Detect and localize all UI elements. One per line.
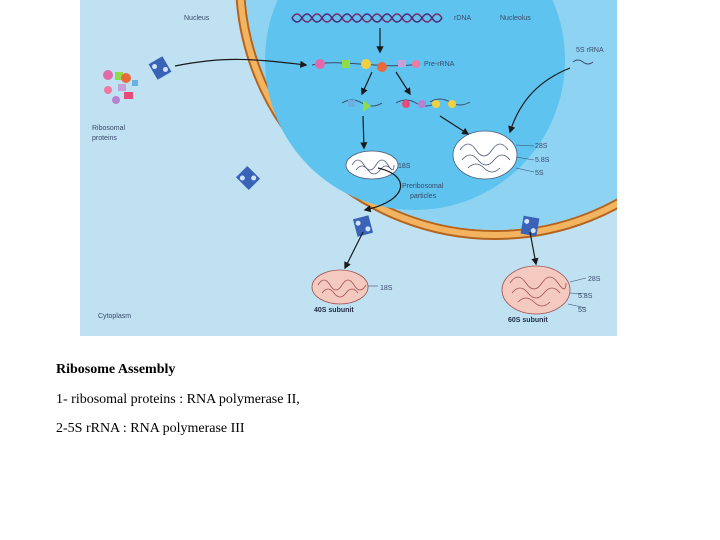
label-nuclear-5-8s: 5.8S xyxy=(535,157,550,164)
label-preribosomal-1: Preribosomal xyxy=(402,183,444,190)
processing-intermediates xyxy=(341,98,471,112)
pre-rrna-complexes xyxy=(311,59,421,72)
caption-title: Ribosome Assembly xyxy=(56,362,176,377)
label-cyto-5s: 5S xyxy=(578,307,587,314)
nuclear-pore xyxy=(148,56,172,80)
label-leaders xyxy=(368,144,587,309)
label-5s-rrna: 5S rRNA xyxy=(576,47,604,54)
label-cyto-5-8s: 5.8S xyxy=(578,293,593,300)
label-60s-subunit: 60S subunit xyxy=(508,317,548,324)
pathway-arrows xyxy=(174,28,571,270)
label-nucleus: Nucleus xyxy=(184,15,210,22)
label-ribosomal-proteins-2: proteins xyxy=(92,135,117,142)
label-40s-subunit: 40S subunit xyxy=(314,307,354,314)
label-preribosomal-2: particles xyxy=(410,193,437,200)
5s-rrna-strand xyxy=(572,59,594,65)
label-nuclear-5s: 5S xyxy=(535,170,544,177)
label-rdna: rDNA xyxy=(454,15,471,22)
label-cytoplasm: Cytoplasm xyxy=(98,313,131,320)
label-pre-rrna: Pre-rRNA xyxy=(424,61,455,68)
nuclear-60s-precursor xyxy=(452,130,518,180)
ribosome-assembly-diagram: Nucleus Nucleolus rDNA Pre-rRNA 5S rRNA … xyxy=(80,0,617,336)
label-nuclear-28s: 28S xyxy=(535,143,548,150)
label-cyto-28s: 28S xyxy=(588,276,601,283)
label-nucleolus: Nucleolus xyxy=(500,15,531,22)
nuclear-pore xyxy=(352,215,374,237)
caption-line-2: 2-5S rRNA : RNA polymerase III xyxy=(56,421,245,436)
nuclear-18s-particle xyxy=(345,150,399,180)
ribosomal-proteins-cluster xyxy=(103,70,138,104)
nuclear-pore xyxy=(520,215,540,237)
rdna-helix xyxy=(291,13,443,23)
caption-line-1: 1- ribosomal proteins : RNA polymerase I… xyxy=(56,392,300,407)
nuclear-pore xyxy=(235,165,261,191)
label-ribosomal-proteins-1: Ribosomal xyxy=(92,125,126,132)
label-cyto-18s: 18S xyxy=(380,285,393,292)
60s-subunit xyxy=(501,265,571,315)
label-nuclear-18s: 18S xyxy=(398,163,411,170)
40s-subunit xyxy=(311,269,369,305)
